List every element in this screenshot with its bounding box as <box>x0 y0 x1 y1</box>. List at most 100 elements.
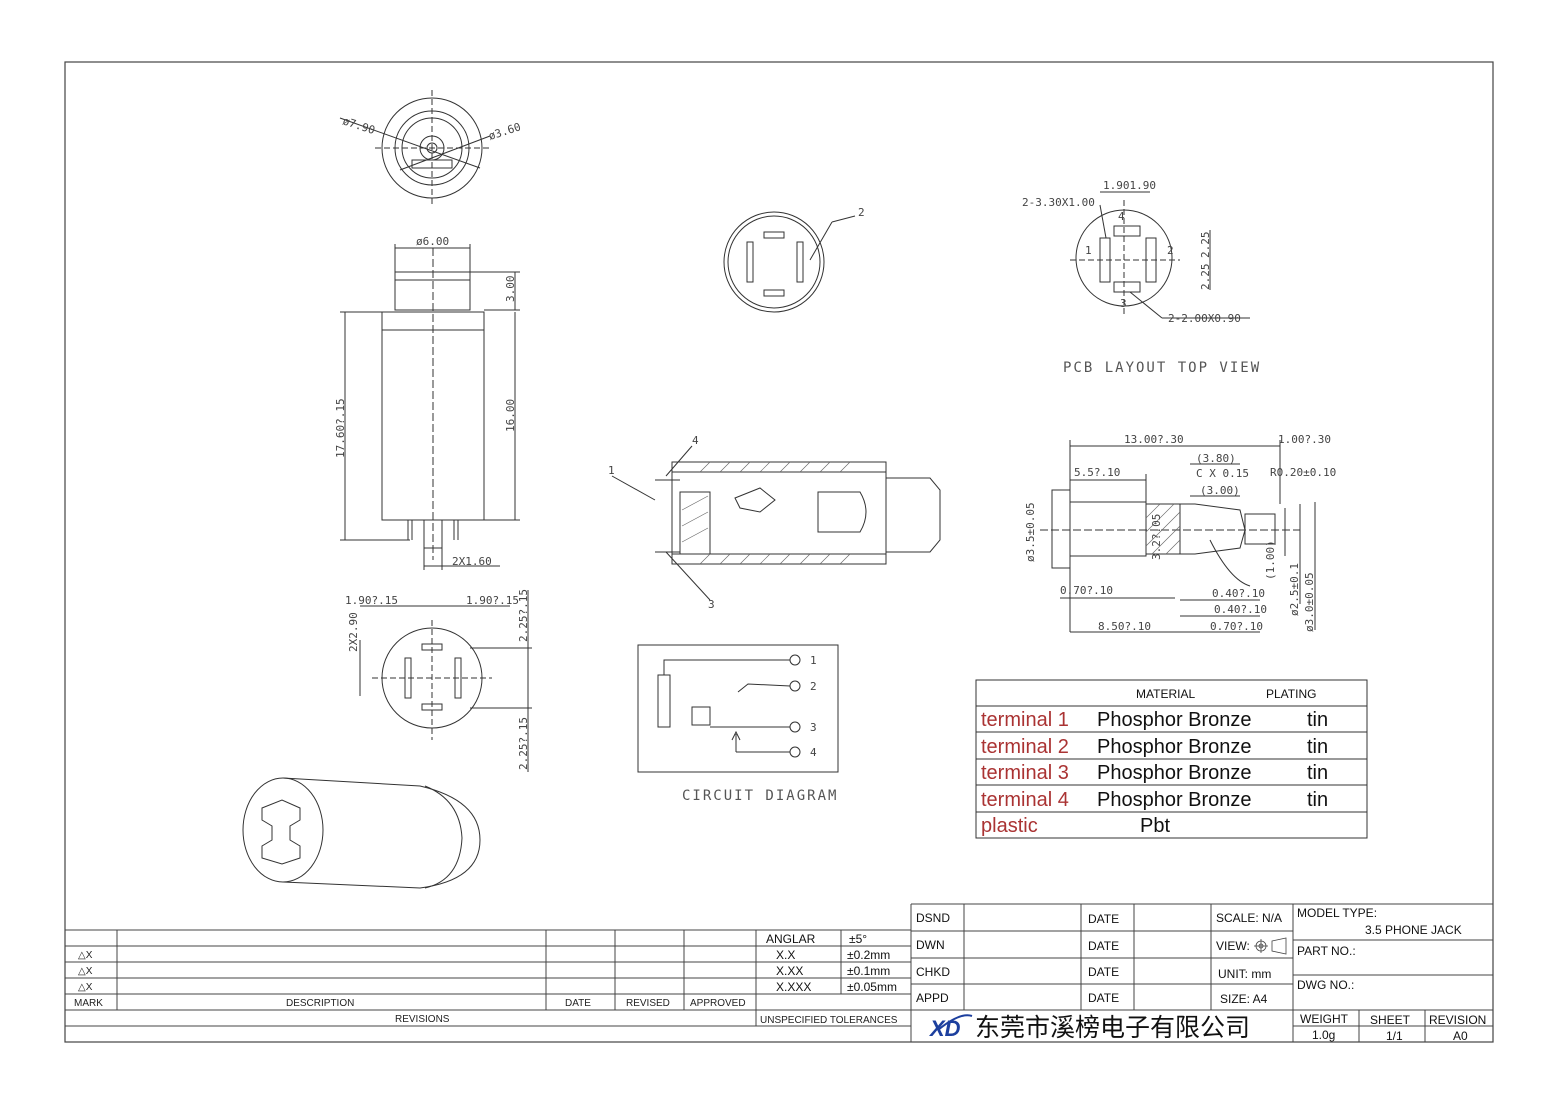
tb-model-type: 3.5 PHONE JACK <box>1365 923 1462 937</box>
tol-key: X.XX <box>776 964 803 978</box>
pcb-n2: 2 <box>1167 244 1174 257</box>
dim-pin: 2X1.60 <box>452 555 492 568</box>
plug-profile <box>1040 440 1316 633</box>
mat-row-part: terminal 4 <box>981 789 1069 811</box>
top-view <box>339 90 491 206</box>
pcb-v1: 2.25 <box>1199 232 1212 259</box>
plug-hatch <box>1145 503 1181 555</box>
prof-dia35: ø3.5±0.05 <box>1024 502 1037 562</box>
projection-icon <box>1254 937 1287 955</box>
front-view <box>723 211 856 313</box>
tol-footer: UNSPECIFIED TOLERANCES <box>760 1015 898 1026</box>
prof-25: ø2.5±0.1 <box>1288 563 1301 616</box>
circuit-diagram <box>637 644 839 773</box>
rev-mark: △X <box>78 966 93 977</box>
prof-04a: 0.40?.10 <box>1212 587 1265 600</box>
circuit-p2: 2 <box>810 680 817 693</box>
mat-row-material: Phosphor Bronze <box>1097 709 1252 731</box>
mat-row-part: plastic <box>981 815 1038 837</box>
tb-sheet-label: SHEET <box>1370 1013 1411 1027</box>
tb-unit: UNIT: mm <box>1218 967 1271 981</box>
prof-30: ø3.0±0.05 <box>1303 572 1316 632</box>
circuit-p4: 4 <box>810 746 817 759</box>
rev-mark: △X <box>78 950 93 961</box>
rev-header-description: DESCRIPTION <box>286 998 354 1009</box>
mat-row-plating: tin <box>1307 762 1328 784</box>
sheet-border <box>64 61 1494 1043</box>
tb-dwn: DWN <box>916 938 945 952</box>
prof-100: (1.00) <box>1264 540 1277 580</box>
side-view <box>340 244 520 570</box>
section-c4: 4 <box>692 434 699 447</box>
pcb-n3: 3 <box>1120 297 1127 310</box>
tb-view: VIEW: <box>1216 939 1250 953</box>
mat-row-part: terminal 3 <box>981 762 1069 784</box>
section-hatch <box>681 461 851 565</box>
circuit-title: CIRCUIT DIAGRAM <box>682 788 838 804</box>
dim-bottom-right: 1.90?.15 <box>466 594 519 607</box>
circuit-p1: 1 <box>810 654 817 667</box>
mat-header-material: MATERIAL <box>1136 687 1195 701</box>
bottom-view <box>359 590 532 772</box>
dim-d2: ø3.60 <box>487 120 523 143</box>
dim-top-r: 2.25?.15 <box>517 589 530 642</box>
mat-row-material: Phosphor Bronze <box>1097 789 1252 811</box>
tb-date: DATE <box>1088 912 1119 926</box>
tb-chkd: CHKD <box>916 965 950 979</box>
mat-row-part: terminal 2 <box>981 736 1069 758</box>
tb-date: DATE <box>1088 939 1119 953</box>
dim-bot-r: 2.25?.15 <box>517 717 530 770</box>
tb-dsnd: DSND <box>916 911 950 925</box>
pcb-n1: 1 <box>1085 244 1092 257</box>
mat-row-material: Phosphor Bronze <box>1097 736 1252 758</box>
tb-weight: 1.0g <box>1312 1028 1335 1042</box>
prof-07: 0.70?.10 <box>1060 584 1113 597</box>
pcb-v2: 2.25 <box>1199 264 1212 291</box>
tol-value: ±0.1mm <box>847 964 890 978</box>
tol-key: X.X <box>776 948 795 962</box>
circuit-p3: 3 <box>810 721 817 734</box>
front-label: 2 <box>858 206 865 219</box>
logo-text: XD <box>928 1016 961 1041</box>
prof-380: (3.80) <box>1196 452 1236 465</box>
pcb-layout <box>1070 191 1250 319</box>
material-table <box>975 679 1368 839</box>
prof-300: (3.00) <box>1200 484 1240 497</box>
prof-r: R0.20±0.10 <box>1270 466 1336 479</box>
dim-d1: ø7.90 <box>341 114 377 137</box>
company-logo: XD <box>928 1014 973 1041</box>
mat-row-part: terminal 1 <box>981 709 1069 731</box>
dim-bottom-left: 1.90?.15 <box>345 594 398 607</box>
pcb-pitch: 1.901.90 <box>1103 179 1156 192</box>
dim-top-dia: ø6.00 <box>416 235 449 248</box>
mat-row-material: Pbt <box>1140 815 1170 837</box>
tb-date: DATE <box>1088 991 1119 1005</box>
section-view <box>611 445 941 601</box>
title-block <box>910 903 1493 1042</box>
rev-header-date: DATE <box>565 998 591 1009</box>
tb-scale: SCALE: N/A <box>1216 911 1282 925</box>
tb-appd: APPD <box>916 991 949 1005</box>
dim-body-h: 16.00 <box>504 399 517 432</box>
prof-len: 13.00?.30 <box>1124 433 1184 446</box>
dim-pitch: 2X2.90 <box>347 612 360 652</box>
tb-revision: A0 <box>1453 1029 1468 1043</box>
tol-key: ANGLAR <box>766 932 816 946</box>
mat-row-material: Phosphor Bronze <box>1097 762 1252 784</box>
tb-date: DATE <box>1088 965 1119 979</box>
mat-row-plating: tin <box>1307 789 1328 811</box>
prof-04b: 0.40?.10 <box>1214 603 1267 616</box>
tb-sheet: 1/1 <box>1386 1029 1403 1043</box>
section-c1: 1 <box>608 464 615 477</box>
tb-model-type-label: MODEL TYPE: <box>1297 906 1377 920</box>
prof-07b: 0.70?.10 <box>1210 620 1263 633</box>
rev-header-revised: REVISED <box>626 998 670 1009</box>
mat-header-plating: PLATING <box>1266 687 1316 701</box>
tol-value: ±5° <box>849 932 867 946</box>
tol-value: ±0.05mm <box>847 980 897 994</box>
prof-cx: C X 0.15 <box>1196 467 1249 480</box>
prof-32: 3.2?.05 <box>1150 514 1163 560</box>
mat-row-plating: tin <box>1307 709 1328 731</box>
tol-value: ±0.2mm <box>847 948 890 962</box>
